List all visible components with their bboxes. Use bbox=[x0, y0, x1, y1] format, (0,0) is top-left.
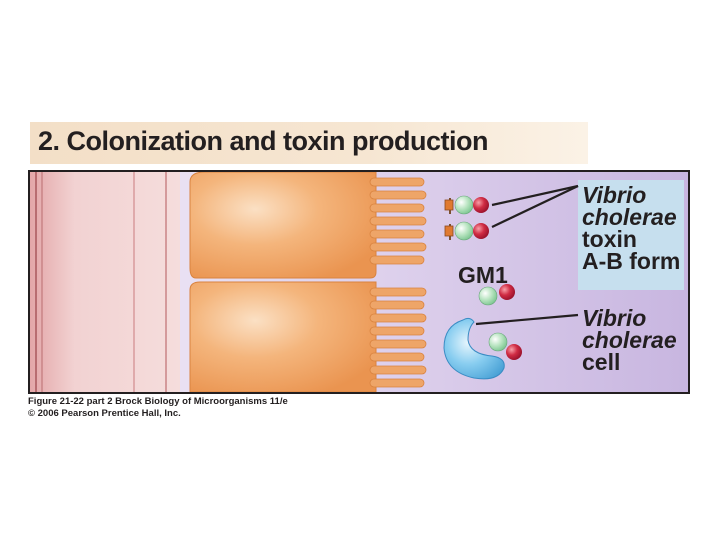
bound-toxin bbox=[454, 195, 489, 215]
underlying-tissue bbox=[30, 172, 180, 392]
cell-pointer-line bbox=[475, 313, 579, 326]
free-toxin bbox=[478, 284, 515, 306]
title-bar: 2. Colonization and toxin production bbox=[30, 122, 588, 164]
microvilli-lower bbox=[369, 287, 427, 388]
vibrio-cholerae-bacterium bbox=[443, 317, 505, 380]
toxin-label-line: Vibrio bbox=[582, 182, 647, 208]
gm1-label: GM1 bbox=[458, 262, 508, 288]
toxin-label-line: toxin bbox=[582, 226, 637, 252]
caption-line: © 2006 Pearson Prentice Hall, Inc. bbox=[28, 408, 181, 419]
cell-label: Vibrio cholerae cell bbox=[582, 305, 677, 375]
figure-caption: Figure 21-22 part 2 Brock Biology of Mic… bbox=[28, 396, 288, 420]
gm1-receptor bbox=[444, 224, 454, 240]
toxin-pointer-lines bbox=[491, 184, 579, 228]
figure-title: 2. Colonization and toxin production bbox=[38, 126, 488, 156]
cholera-colonization-diagram: Vibrio cholerae toxin A-B form GM1 Vibri… bbox=[28, 170, 690, 394]
bound-toxin bbox=[454, 221, 489, 241]
secreted-toxin bbox=[488, 332, 522, 360]
gm1-receptor bbox=[444, 198, 454, 214]
cell-label-line: Vibrio bbox=[582, 305, 647, 331]
toxin-label-line: cholerae bbox=[582, 204, 677, 230]
epithelial-cell-upper bbox=[189, 172, 427, 279]
toxin-label: Vibrio cholerae toxin A-B form bbox=[582, 182, 681, 274]
cell-label-line: cell bbox=[582, 349, 621, 375]
microvilli-upper bbox=[369, 177, 427, 265]
epithelial-cell-lower bbox=[189, 281, 427, 392]
toxin-label-box bbox=[578, 180, 684, 290]
cell-label-line: cholerae bbox=[582, 327, 677, 353]
toxin-label-line: A-B form bbox=[582, 248, 681, 274]
diagram-illustration bbox=[30, 172, 688, 392]
caption-line: Figure 21-22 part 2 Brock Biology of Mic… bbox=[28, 396, 288, 407]
